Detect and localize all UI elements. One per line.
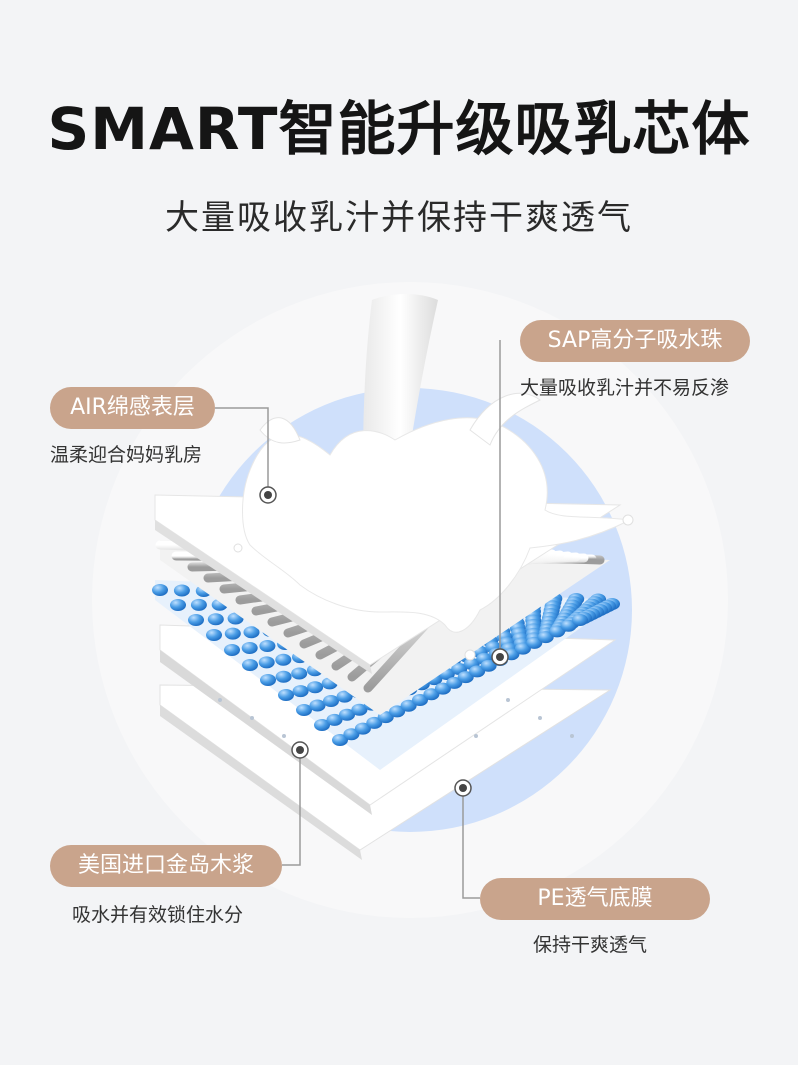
- sap-bead: [537, 631, 554, 644]
- sap-bead: [190, 598, 207, 611]
- sap-bead: [188, 614, 204, 626]
- pulp-pore: [570, 734, 574, 738]
- sap-bead: [336, 690, 353, 703]
- pulp-pore: [218, 698, 222, 702]
- pulp-pore: [250, 716, 254, 720]
- leader-lines: [215, 340, 501, 899]
- pulp-pore: [538, 716, 542, 720]
- sap-bead: [400, 699, 417, 712]
- page-title: SMART智能升级吸乳芯体: [47, 95, 751, 163]
- sap-bead: [366, 716, 383, 729]
- sap-bead: [326, 713, 343, 726]
- sap-bead: [343, 728, 360, 741]
- sap-bead: [560, 619, 577, 632]
- sap-bead: [243, 626, 260, 639]
- pulp-pore: [474, 734, 478, 738]
- sap-bead: [292, 685, 309, 698]
- pe-layer-desc: 保持干爽透气: [533, 934, 648, 956]
- sap-bead: [434, 682, 451, 695]
- sap-bead: [275, 653, 292, 666]
- sap-bead: [173, 584, 190, 597]
- sap-bead: [412, 694, 428, 706]
- sap-bead: [323, 695, 339, 707]
- sap-bead: [170, 599, 186, 611]
- sap-bead: [309, 699, 326, 712]
- sap-bead: [291, 667, 308, 680]
- callout-markers: [259, 486, 509, 797]
- pulp-layer-desc: 吸水并有效锁住水分: [72, 904, 244, 926]
- sap-bead: [307, 681, 324, 694]
- pulp-layer-label: 美国进口金岛木浆: [50, 845, 282, 887]
- sap-bead: [446, 676, 463, 689]
- sap-bead: [354, 722, 371, 735]
- sap-bead: [389, 705, 406, 718]
- sap-bead: [514, 642, 531, 655]
- sap-bead: [549, 625, 566, 638]
- sap-bead: [207, 613, 224, 626]
- pulp-pore: [506, 698, 510, 702]
- sap-bead: [480, 659, 497, 672]
- sap-bead: [457, 671, 474, 684]
- sap-bead: [242, 659, 258, 671]
- sap-bead: [526, 636, 543, 649]
- sap-bead: [206, 629, 222, 641]
- sap-bead: [224, 644, 240, 656]
- sap-bead: [241, 642, 258, 654]
- sap-bead: [572, 614, 588, 626]
- sap-bead: [339, 708, 355, 721]
- sap-bead: [278, 689, 294, 701]
- sap-bead: [332, 734, 348, 746]
- sap-bead: [152, 584, 168, 596]
- sap-bead: [314, 719, 330, 731]
- sap-layer-desc: 大量吸收乳汁并不易反渗: [520, 377, 730, 399]
- sap-layer-label: SAP高分子吸水珠: [520, 320, 750, 362]
- page-subtitle: 大量吸收乳汁并保持干爽透气: [165, 198, 633, 238]
- sap-bead: [377, 711, 394, 724]
- milk-splash: [233, 294, 634, 661]
- air-layer-label: AIR绵感表层: [50, 387, 215, 429]
- sap-bead: [259, 640, 276, 652]
- sap-bead: [260, 674, 276, 686]
- sap-bead: [258, 656, 275, 669]
- air-layer-desc: 温柔迎合妈妈乳房: [50, 444, 203, 466]
- sap-bead: [469, 665, 486, 678]
- sap-bead: [224, 627, 241, 640]
- sap-bead: [275, 670, 292, 683]
- pe-layer-label: PE透气底膜: [480, 878, 710, 920]
- sap-bead: [423, 688, 440, 701]
- sap-bead: [351, 703, 368, 716]
- sap-bead: [296, 704, 312, 716]
- pulp-pore: [282, 734, 286, 738]
